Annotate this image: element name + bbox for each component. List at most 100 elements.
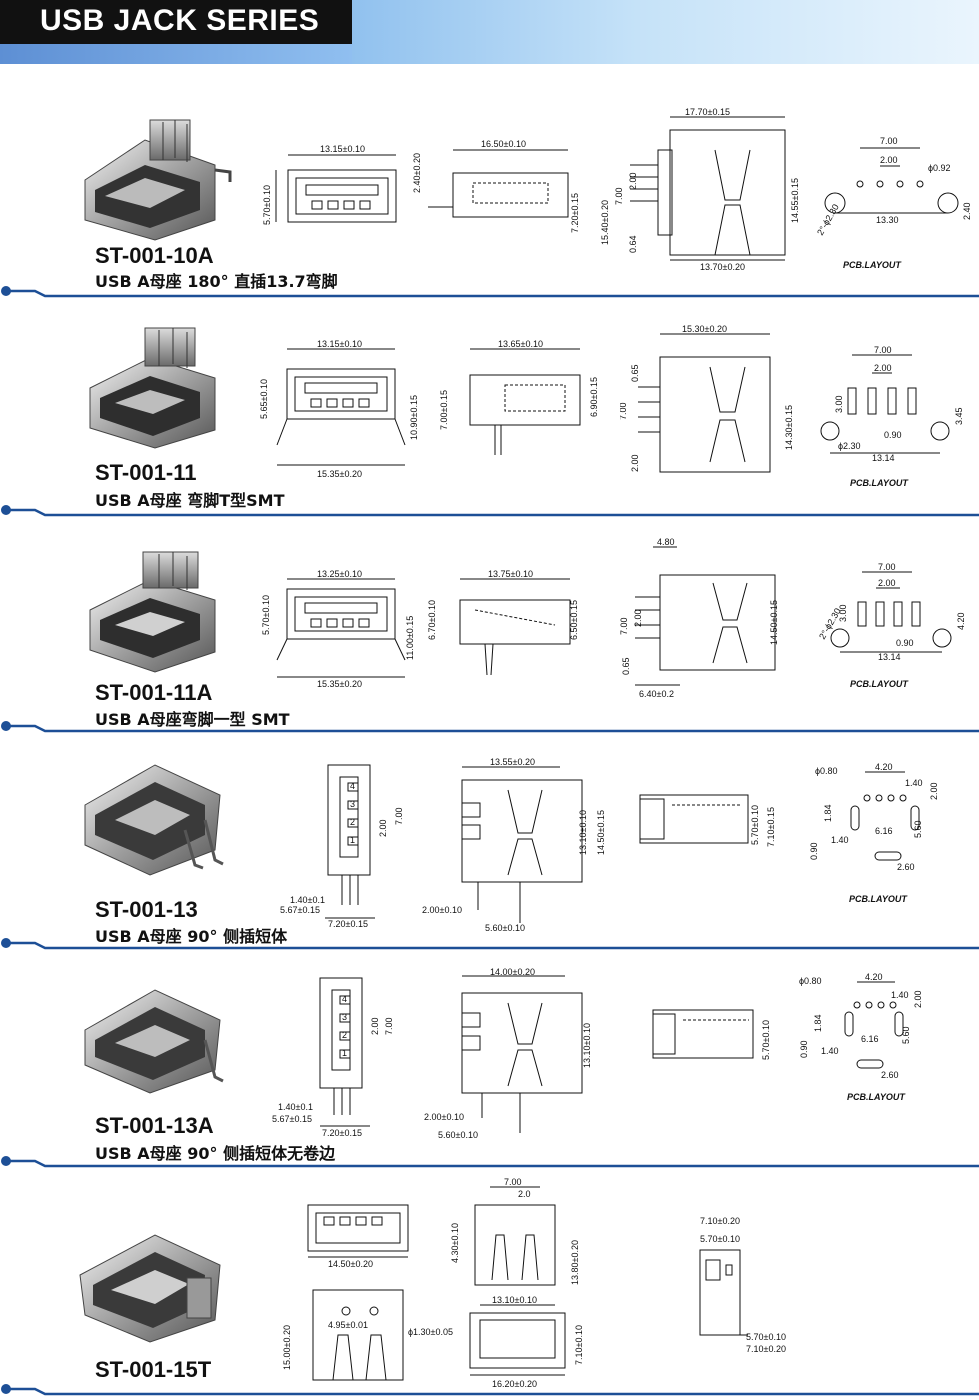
pin-number: 2 — [350, 817, 355, 827]
dim-text: 14.50±0.20 — [328, 1259, 373, 1269]
product-photo — [84, 989, 224, 1094]
dim-text: 14.30±0.15 — [784, 405, 794, 450]
dim-text: 0.90 — [884, 430, 902, 440]
dim-text: 3.00 — [834, 395, 844, 413]
dim-text: 13.10±0.10 — [582, 1023, 592, 1068]
drawing-front-bottom: 14.50±0.20 15.00±0.20 4.95±0.01 ϕ1.30±0.… — [282, 1204, 453, 1381]
drawing-side-view: 7.10±0.20 5.70±0.10 5.70±0.10 7.10±0.20 — [699, 1216, 786, 1354]
dim-text: 15.40±0.20 — [600, 200, 610, 245]
dim-text: 7.00 — [394, 807, 404, 825]
product-description: USB A母座弯脚一型 SMT — [95, 710, 290, 729]
dim-text: 5.70±0.10 — [761, 1020, 771, 1060]
dim-text: 4.95±0.01 — [328, 1320, 368, 1330]
dim-text: 0.65 — [630, 364, 640, 382]
product-photo — [84, 764, 224, 876]
dim-text: 14.50±0.15 — [596, 810, 606, 855]
dim-text: 15.35±0.20 — [317, 469, 362, 479]
dim-text: 0.64 — [628, 235, 638, 253]
dim-text: 6.50±0.15 — [569, 600, 579, 640]
dim-text: 13.25±0.10 — [317, 569, 362, 579]
dim-text: 13.70±0.20 — [700, 262, 745, 272]
drawing-side-view: 4 3 2 1 7.00 2.00 1.40±0.1 5.67±0.15 7.2… — [280, 764, 404, 929]
drawing-front-side: 13.15±0.10 5.65±0.10 10.90±0.15 15.35±0.… — [259, 339, 599, 479]
product-description: USB A母座 180° 直插13.7弯脚 — [95, 272, 338, 291]
dim-text: 15.30±0.20 — [682, 324, 727, 334]
dim-text: 0.90 — [809, 842, 819, 860]
dim-text: 2.00 — [633, 609, 643, 627]
pin-number: 2 — [342, 1030, 347, 1040]
pin-number: 4 — [350, 781, 355, 791]
dim-text: 7.10±0.15 — [766, 807, 776, 847]
pcb-layout-label: PCB.LAYOUT — [849, 894, 908, 904]
dim-text: 2.00 — [878, 578, 896, 588]
dim-text: 5.70±0.10 — [261, 595, 271, 635]
dim-text: 4.80 — [657, 537, 675, 547]
dim-text: 13.15±0.10 — [317, 339, 362, 349]
section-divider — [1, 938, 979, 950]
dim-text: 5.60±0.10 — [485, 923, 525, 933]
drawing-top-view: 13.55±0.20 13.10±0.10 14.50±0.15 2.00±0.… — [422, 757, 606, 933]
dim-text: 1.40±0.1 — [278, 1102, 313, 1112]
dim-text: 4.20 — [865, 972, 883, 982]
drawing-end-view: 5.70±0.10 7.10±0.15 — [639, 794, 776, 847]
dim-text: 4.20 — [956, 612, 966, 630]
product-code: ST-001-15T — [95, 1357, 212, 1382]
dim-text: 2.00 — [929, 782, 939, 800]
dim-text: 1.40±0.1 — [290, 895, 325, 905]
section-divider — [1, 1384, 979, 1396]
drawing-pcb-layout: ϕ0.80 4.20 1.40 2.00 1.84 0.90 1.40 6.16… — [799, 972, 923, 1102]
pin-number: 3 — [350, 799, 355, 809]
dim-text: ϕ0.80 — [799, 976, 822, 986]
header-accent — [0, 44, 352, 64]
dim-text: 2.00 — [378, 819, 388, 837]
dim-text: 5.70±0.10 — [746, 1332, 786, 1342]
dim-text: 13.55±0.20 — [490, 757, 535, 767]
dim-text: 11.00±0.15 — [405, 616, 415, 660]
dim-text: 5.60 — [913, 820, 923, 838]
dim-text: 5.60±0.10 — [438, 1130, 478, 1140]
section-divider — [1, 505, 979, 517]
dim-text: 3.45 — [954, 407, 964, 425]
dim-text: 13.65±0.10 — [498, 339, 543, 349]
pcb-layout-label: PCB.LAYOUT — [843, 260, 902, 270]
dim-text: 15.00±0.20 — [282, 1325, 292, 1370]
drawing-pcb-layout: ϕ0.80 4.20 1.40 2.00 1.84 0.90 1.40 6.16… — [809, 762, 939, 904]
dim-text: ϕ1.30±0.05 — [408, 1327, 453, 1337]
drawing-top-view: 15.30±0.20 0.65 7.00 2.00 14.30±0.15 — [620, 324, 794, 473]
dim-text: 5.65±0.10 — [259, 379, 269, 419]
dim-text: 2.00 — [874, 363, 892, 373]
dim-text: 6.90±0.15 — [589, 377, 599, 417]
dim-text: 1.40 — [821, 1046, 839, 1056]
dim-text: 7.00 — [614, 187, 624, 205]
title-box: USB JACK SERIES — [0, 0, 352, 44]
dim-text: 13.80±0.20 — [570, 1240, 580, 1285]
drawing-side-view: 4 3 2 1 2.00 7.00 1.40±0.1 5.67±0.15 7.2… — [272, 977, 394, 1138]
dim-text: 1.84 — [813, 1014, 823, 1032]
pin-number: 4 — [342, 994, 347, 1004]
dim-text: 6.16 — [875, 826, 893, 836]
dim-text: ϕ0.80 — [815, 766, 838, 776]
product-photo — [89, 327, 216, 449]
product-code: ST-001-11A — [95, 680, 213, 705]
dim-text: 7.20±0.15 — [328, 919, 368, 929]
dim-text: 0.65 — [621, 657, 631, 675]
dim-text: 7.20±0.15 — [570, 193, 580, 233]
dim-text: 6.70±0.10 — [427, 600, 437, 640]
product-photo — [79, 1234, 221, 1343]
dim-text: 13.14 — [872, 453, 895, 463]
dim-text: 6.40±0.2 — [639, 689, 674, 699]
dim-text: 13.30 — [876, 215, 899, 225]
product-description: USB A母座 90° 侧插短体 — [95, 927, 288, 946]
dim-text: 2.00±0.10 — [424, 1112, 464, 1122]
dim-text: 1.40 — [905, 778, 923, 788]
drawing-front-side: 13.15±0.10 5.70±0.10 2.40±0.20 16.50±0.1… — [262, 139, 580, 233]
dim-text: 7.00 — [504, 1177, 522, 1187]
dim-text: 13.15±0.10 — [320, 144, 365, 154]
pcb-layout-label: PCB.LAYOUT — [850, 679, 909, 689]
product-description: USB A母座 90° 侧插短体无卷边 — [95, 1144, 336, 1163]
dim-text: 7.00 — [878, 562, 896, 572]
dim-text: 2.00 — [630, 454, 640, 472]
drawing-top-view: 17.70±0.15 15.40±0.20 2.00 7.00 0.64 13.… — [600, 107, 800, 272]
section-divider — [1, 286, 979, 298]
dim-text: 2.40 — [962, 202, 972, 220]
